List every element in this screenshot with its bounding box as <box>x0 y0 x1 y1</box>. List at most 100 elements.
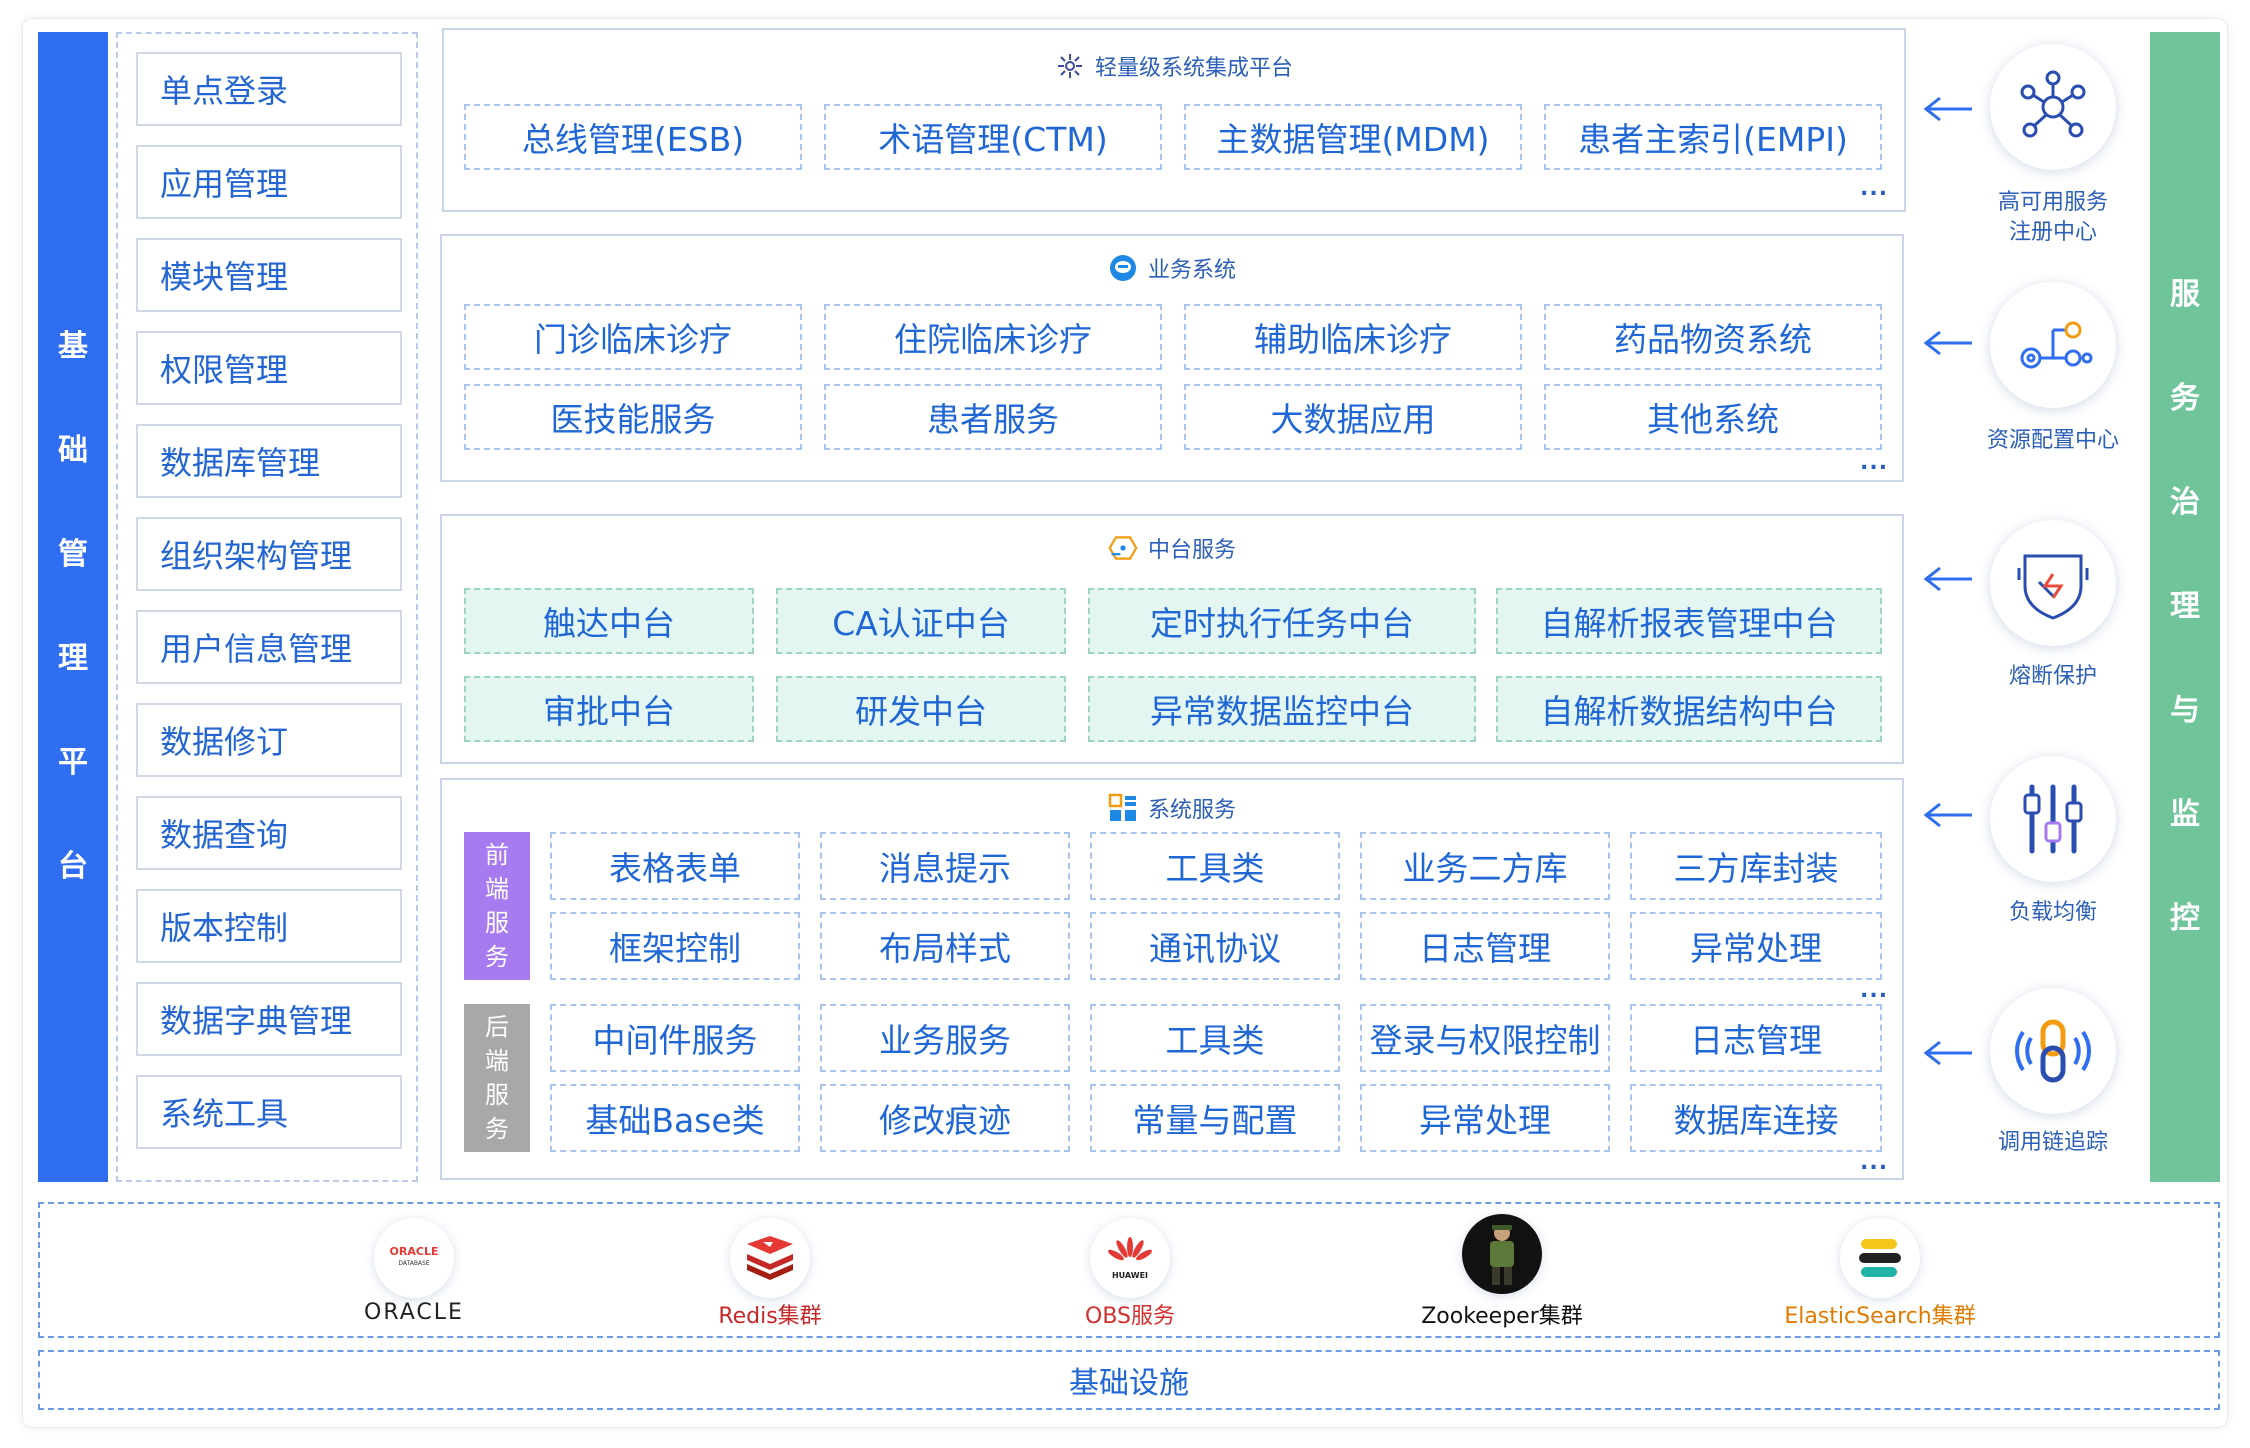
grid-icon <box>1108 793 1138 823</box>
module-box: 基础Base类 <box>550 1084 800 1152</box>
more-indicator: ... <box>1860 176 1889 201</box>
module-box: 三方库封装 <box>1630 832 1882 900</box>
menu-item: 数据字典管理 <box>136 982 402 1056</box>
module-box: 研发中台 <box>776 676 1066 742</box>
system-service-panel: 系统服务 前 端 服 务 后 端 服 务 表格表单 消息提示 工具类 业务二方库… <box>440 778 1904 1180</box>
zookeeper-logo <box>1462 1214 1542 1294</box>
infra-label: Redis集群 <box>718 1304 822 1329</box>
module-box: 门诊临床诊疗 <box>464 304 802 370</box>
governance-label: 资源配置中心 <box>1986 428 2119 453</box>
more-indicator: ... <box>1860 450 1889 475</box>
module-box: 日志管理 <box>1360 912 1610 980</box>
spark-icon <box>1055 51 1085 81</box>
arrow-left-icon <box>1923 1040 1972 1066</box>
menu-item: 组织架构管理 <box>136 517 402 591</box>
menu-item: 用户信息管理 <box>136 610 402 684</box>
infra-label: Zookeeper集群 <box>1421 1304 1583 1329</box>
left-bar-char: 理 <box>58 641 88 676</box>
module-box: 患者主索引(EMPI) <box>1544 104 1882 170</box>
more-indicator: ... <box>1860 1150 1889 1175</box>
arrow-left-icon <box>1923 96 1972 122</box>
hexagon-icon <box>1108 533 1138 563</box>
more-indicator: ... <box>1860 978 1889 1003</box>
menu-item: 版本控制 <box>136 889 402 963</box>
menu-item: 系统工具 <box>136 1075 402 1149</box>
right-bar-char: 控 <box>2170 901 2200 936</box>
base-label: 基础设施 <box>1069 1366 1189 1401</box>
chain-link-icon <box>1990 988 2116 1114</box>
business-system-panel: 业务系统 门诊临床诊疗 住院临床诊疗 辅助临床诊疗 药品物资系统 医技能服务 患… <box>440 234 1904 482</box>
config-gear-icon <box>1990 282 2116 408</box>
module-box: 数据库连接 <box>1630 1084 1882 1152</box>
oracle-logo: ORACLE DATABASE <box>374 1218 454 1298</box>
right-bar-char: 治 <box>2170 485 2200 520</box>
arrow-left-icon <box>1923 802 1972 828</box>
module-box: 业务服务 <box>820 1004 1070 1072</box>
module-box: 工具类 <box>1090 832 1340 900</box>
base-management-platform-bar: 基 础 管 理 平 台 <box>38 32 108 1182</box>
module-box: 定时执行任务中台 <box>1088 588 1476 654</box>
module-box: 审批中台 <box>464 676 754 742</box>
menu-item: 模块管理 <box>136 238 402 312</box>
right-bar-char: 务 <box>2170 381 2200 416</box>
shield-icon <box>1990 520 2116 646</box>
module-box: 医技能服务 <box>464 384 802 450</box>
left-bar-char: 础 <box>58 433 88 468</box>
module-box: 业务二方库 <box>1360 832 1610 900</box>
module-box: 自解析报表管理中台 <box>1496 588 1882 654</box>
menu-item: 数据查询 <box>136 796 402 870</box>
governance-label: 高可用服务 注册中心 <box>1997 190 2108 245</box>
module-box: 其他系统 <box>1544 384 1882 450</box>
menu-item: 应用管理 <box>136 145 402 219</box>
service-governance-bar: 服 务 治 理 与 监 控 <box>2150 32 2220 1182</box>
module-box: CA认证中台 <box>776 588 1066 654</box>
module-box: 日志管理 <box>1630 1004 1882 1072</box>
module-box: 中间件服务 <box>550 1004 800 1072</box>
module-box: 总线管理(ESB) <box>464 104 802 170</box>
right-bar-char: 监 <box>2170 797 2200 832</box>
menu-item: 数据库管理 <box>136 424 402 498</box>
panel-title: 轻量级系统集成平台 <box>1094 56 1293 81</box>
base-infrastructure-bar: 基础设施 <box>38 1350 2220 1410</box>
module-box: 消息提示 <box>820 832 1070 900</box>
right-bar-char: 理 <box>2170 589 2200 624</box>
infrastructure-row: ORACLE DATABASE ORACLE Redis集群 HUAWEI OB… <box>38 1202 2220 1338</box>
right-bar-char: 服 <box>2170 277 2200 312</box>
network-icon <box>1990 44 2116 170</box>
module-box: 大数据应用 <box>1184 384 1522 450</box>
sliders-icon <box>1990 756 2116 882</box>
menu-item: 单点登录 <box>136 52 402 126</box>
module-box: 表格表单 <box>550 832 800 900</box>
module-box: 异常处理 <box>1360 1084 1610 1152</box>
module-box: 触达中台 <box>464 588 754 654</box>
infra-label: ElasticSearch集群 <box>1784 1304 1976 1329</box>
module-box: 异常数据监控中台 <box>1088 676 1476 742</box>
middle-platform-panel: 中台服务 触达中台 CA认证中台 定时执行任务中台 自解析报表管理中台 审批中台… <box>440 514 1904 764</box>
module-box: 通讯协议 <box>1090 912 1340 980</box>
elasticsearch-logo <box>1840 1218 1920 1298</box>
left-bar-char: 管 <box>58 537 88 572</box>
redis-logo <box>730 1218 810 1298</box>
module-box: 自解析数据结构中台 <box>1496 676 1882 742</box>
backend-service-tag: 后 端 服 务 <box>464 1004 530 1152</box>
frontend-service-tag: 前 端 服 务 <box>464 832 530 980</box>
governance-label: 熔断保护 <box>2008 664 2097 689</box>
integration-platform-panel: 轻量级系统集成平台 总线管理(ESB) 术语管理(CTM) 主数据管理(MDM)… <box>442 28 1906 212</box>
arrow-left-icon <box>1923 566 1972 592</box>
module-box: 患者服务 <box>824 384 1162 450</box>
menu-item: 权限管理 <box>136 331 402 405</box>
arrow-left-icon <box>1923 330 1972 356</box>
infra-label: ORACLE <box>364 1300 464 1325</box>
governance-label: 调用链追踪 <box>1997 1130 2108 1155</box>
module-box: 工具类 <box>1090 1004 1340 1072</box>
huawei-logo: HUAWEI <box>1090 1218 1170 1298</box>
panel-title: 中台服务 <box>1147 538 1236 563</box>
module-box: 登录与权限控制 <box>1360 1004 1610 1072</box>
panel-title: 业务系统 <box>1147 258 1236 283</box>
left-bar-char: 平 <box>58 745 88 780</box>
infra-label: OBS服务 <box>1085 1304 1175 1329</box>
module-box: 修改痕迹 <box>820 1084 1070 1152</box>
module-box: 主数据管理(MDM) <box>1184 104 1522 170</box>
chat-bubble-icon <box>1108 253 1138 283</box>
module-box: 术语管理(CTM) <box>824 104 1162 170</box>
